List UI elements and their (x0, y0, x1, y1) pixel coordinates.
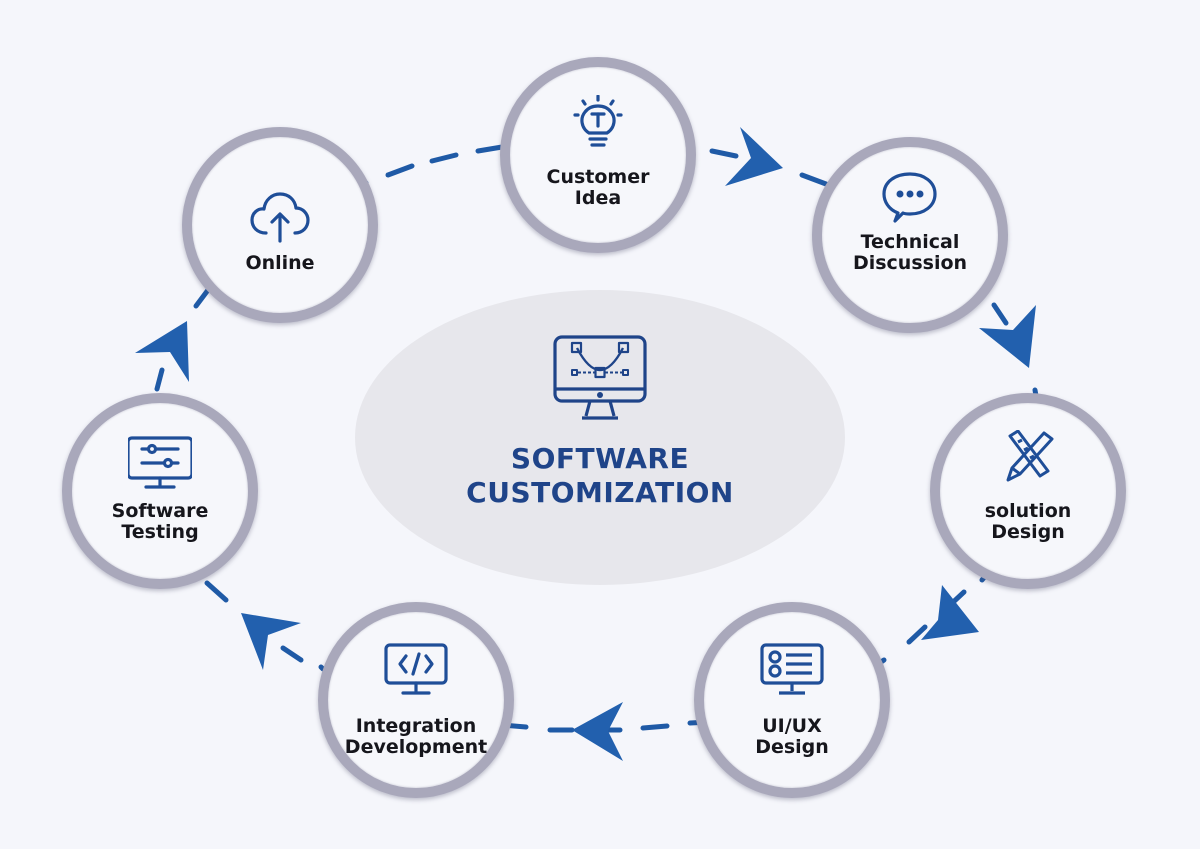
step-software-testing: Software Testing (62, 393, 258, 589)
pencil-ruler-icon (1006, 430, 1054, 482)
connector-dash (991, 302, 1009, 326)
arrowhead-icon (921, 585, 979, 640)
center-title-line2: CUSTOMIZATION (466, 476, 734, 509)
connector-dash (385, 163, 415, 178)
connector-dash (709, 148, 739, 159)
step-customer-idea: Customer Idea (500, 57, 696, 253)
connector-dash (799, 172, 829, 187)
connector-dash (204, 580, 229, 603)
arrowhead-icon (725, 127, 783, 186)
connector-dash (429, 152, 459, 164)
step-uiux-design: UI/UX Design (694, 602, 890, 798)
step-online: Online (182, 127, 378, 323)
chat-bubble-icon (882, 172, 937, 223)
monitor-bezier-icon (553, 335, 647, 420)
step-integration-development: Integration Development (318, 602, 514, 798)
monitor-code-icon (384, 643, 448, 695)
connector-dash (475, 144, 505, 154)
connector-dash (154, 367, 165, 392)
arrowhead-icon (979, 305, 1036, 368)
center-title: SOFTWARE CUSTOMIZATION (400, 442, 800, 510)
center-hub (355, 290, 845, 585)
arrowhead-icon (572, 702, 623, 761)
step-label: Integration Development (344, 715, 488, 758)
step-solution-design: solution Design (930, 393, 1126, 589)
monitor-layout-icon (760, 643, 824, 695)
lightbulb-icon (573, 95, 623, 147)
connector-dash (640, 723, 670, 731)
step-label: Online (245, 252, 315, 274)
step-label: Technical Discussion (852, 231, 968, 274)
step-label: UI/UX Design (755, 715, 829, 758)
center-title-line1: SOFTWARE (510, 442, 690, 475)
step-label: Software Testing (111, 500, 209, 543)
step-label: Customer Idea (546, 166, 650, 209)
arrowhead-icon (135, 321, 189, 382)
arrowhead-icon (241, 613, 301, 670)
cloud-upload-icon (250, 192, 310, 243)
step-technical-discussion: Technical Discussion (812, 137, 1008, 333)
step-label: solution Design (984, 500, 1072, 543)
connector-dash (280, 645, 304, 663)
monitor-sliders-icon (128, 436, 192, 489)
connector-dash (193, 287, 211, 309)
connector-dash (906, 624, 928, 645)
